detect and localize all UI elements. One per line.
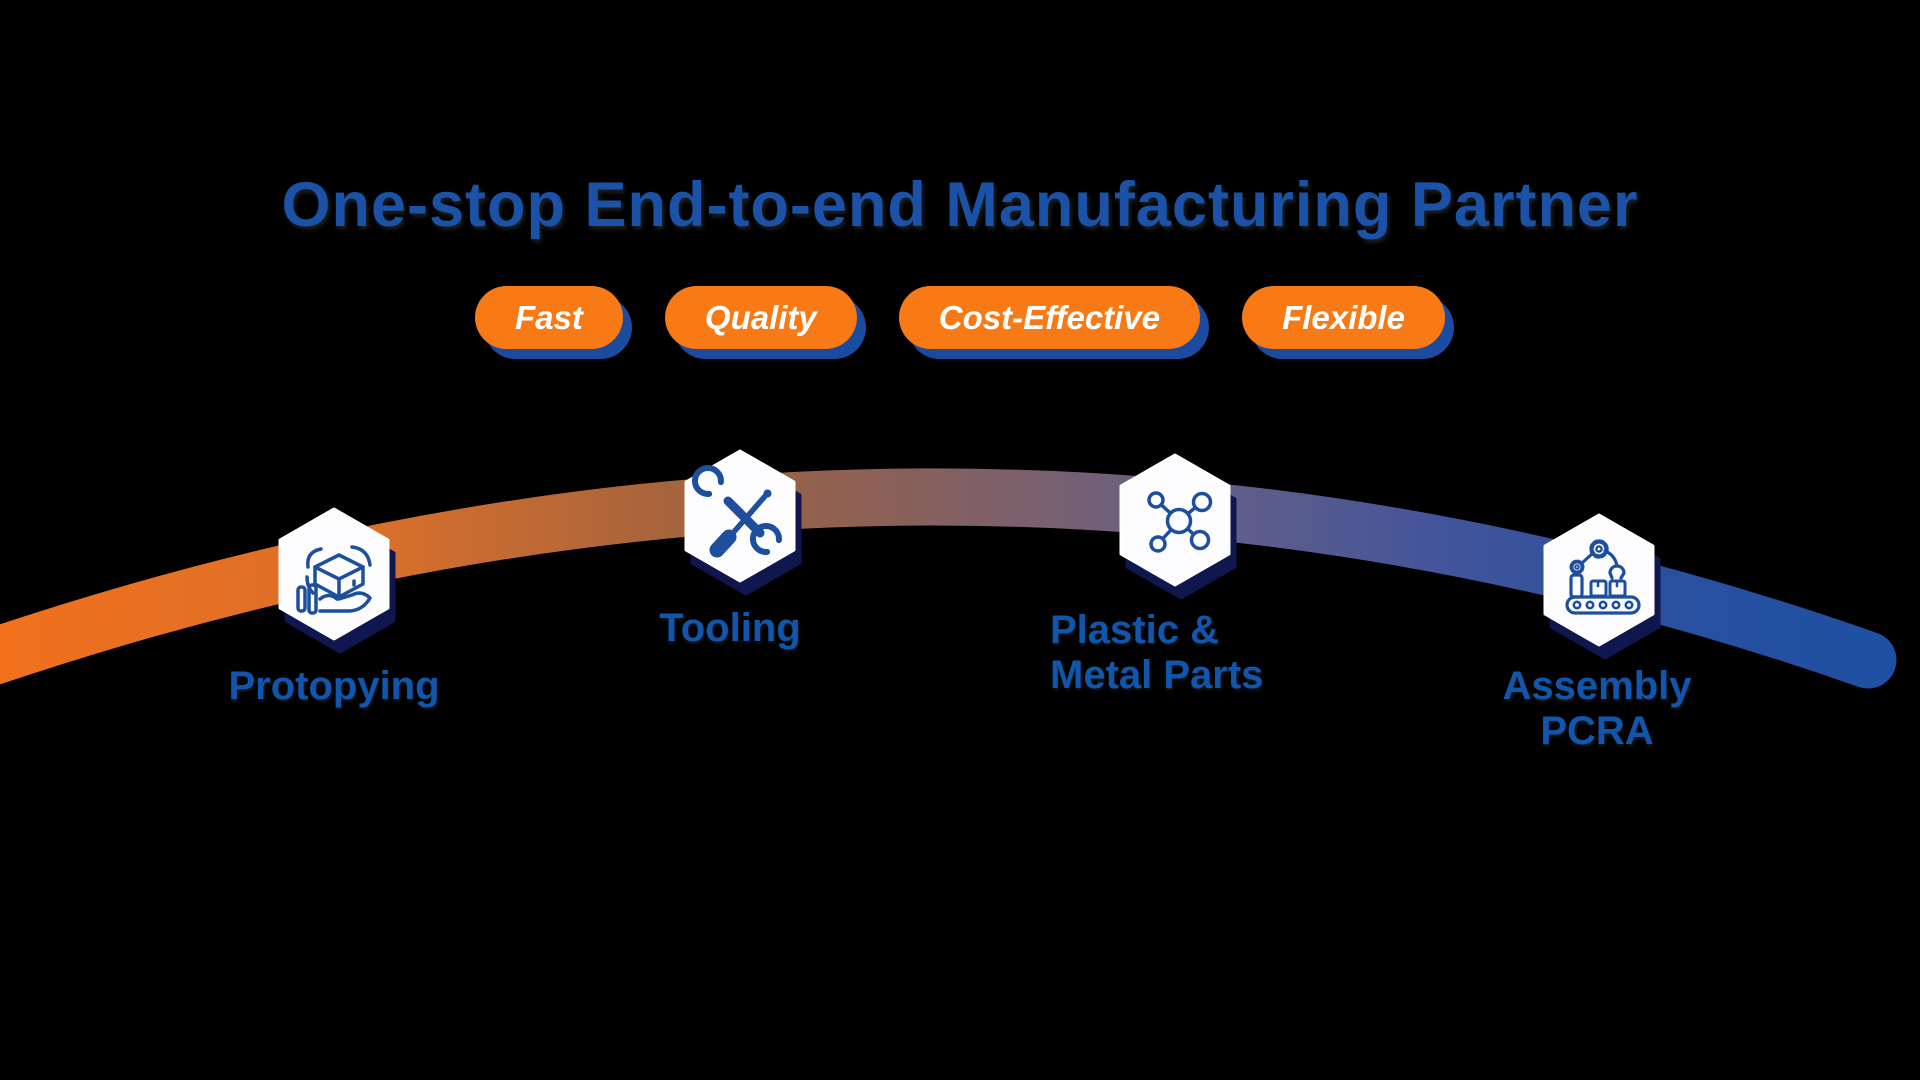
step-label: Assembly PCRA — [1447, 664, 1747, 754]
wrench-screwdriver-icon — [684, 449, 802, 596]
robot-arm-glyph — [1565, 539, 1641, 615]
molecule-glyph — [1147, 491, 1213, 553]
step-label-line: Plastic & — [1050, 608, 1219, 652]
hand-box-icon — [278, 507, 396, 654]
step-label: Tooling — [580, 606, 880, 651]
molecule-icon — [1119, 453, 1237, 600]
step-label: Protopying — [184, 664, 484, 709]
badge-flexible: Flexible — [1242, 286, 1445, 349]
badge-cost-effective: Cost-Effective — [898, 286, 1201, 349]
step-label: Plastic & Metal Parts — [1049, 608, 1350, 698]
step-label-line: Assembly PCRA — [1502, 664, 1692, 753]
badge-fast: Fast — [475, 286, 623, 349]
step-label-line: Metal Parts — [1050, 653, 1264, 697]
page-title: One-stop End-to-end Manufacturing Partne… — [281, 170, 1639, 240]
step-label-line: Protopying — [228, 664, 440, 708]
badge-row: Fast Quality Cost-Effective Flexible — [0, 286, 1920, 349]
robot-arm-conveyor-icon — [1543, 513, 1661, 660]
step-label-line: Tooling — [659, 606, 801, 650]
badge-quality: Quality — [664, 286, 857, 349]
wrench-screwdriver-glyph — [692, 465, 782, 558]
hand-box-glyph — [296, 545, 372, 615]
